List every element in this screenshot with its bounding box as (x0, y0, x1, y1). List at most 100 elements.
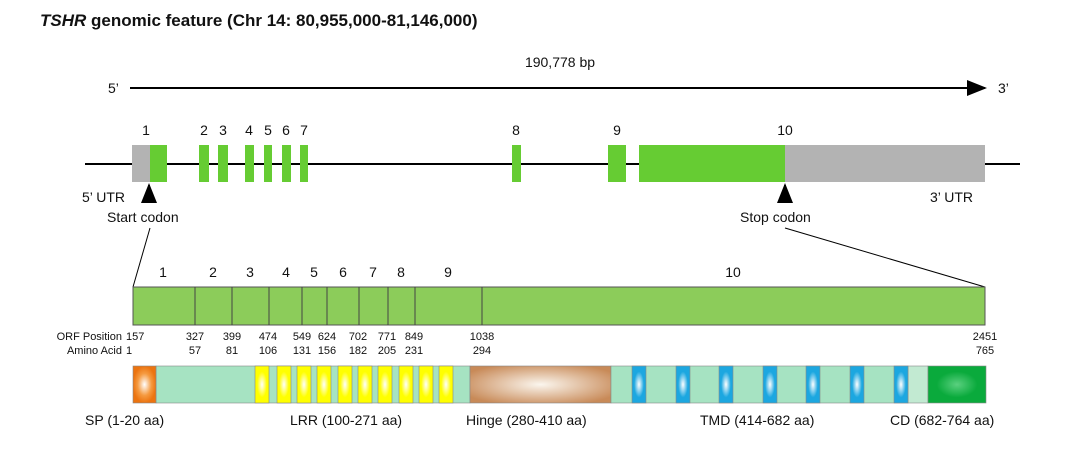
exon-block (199, 145, 209, 182)
exon-label: 8 (512, 122, 520, 138)
lrr-repeat (357, 365, 373, 404)
exon-block (264, 145, 272, 182)
figure-title: TSHR genomic feature (Chr 14: 80,955,000… (40, 11, 477, 30)
three-prime-label: 3’ (998, 80, 1009, 96)
domain-bar (132, 365, 987, 404)
exon-block (150, 145, 167, 182)
lrr-repeat (296, 365, 312, 404)
orf-exon-labels: 1 2 3 4 5 6 7 8 9 10 (159, 264, 741, 280)
domain-labels: SP (1-20 aa) LRR (100-271 aa) Hinge (280… (85, 412, 994, 428)
amino-acid-value: 294 (473, 345, 491, 357)
transmembrane-helix (849, 365, 865, 404)
transmembrane-helix (805, 365, 821, 404)
exon-label: 4 (245, 122, 253, 138)
sp-label: SP (1-20 aa) (85, 412, 164, 428)
amino-acid-value: 1 (126, 345, 132, 357)
lrr-repeat (276, 365, 292, 404)
signal-peptide (132, 365, 157, 404)
orf-exon-label: 4 (282, 264, 290, 280)
orf-number-columns: 1571327573998147410654913162415670218277… (126, 331, 997, 357)
exon-block (639, 145, 785, 182)
utr5-label: 5’ UTR (82, 189, 125, 205)
utr5-block (132, 145, 150, 182)
transmembrane-helix (718, 365, 734, 404)
orf-bar (132, 286, 986, 326)
transmembrane-helix (631, 365, 647, 404)
cd-label: CD (682-764 aa) (890, 412, 994, 428)
orf-exon-label: 7 (369, 264, 377, 280)
orf-row-label: ORF Position (57, 331, 122, 343)
lrr-repeat (254, 365, 270, 404)
exon-label: 10 (777, 122, 793, 138)
orf-exon-label: 3 (246, 264, 254, 280)
orf-position-value: 327 (186, 331, 204, 343)
lrr-repeats (254, 365, 454, 404)
zoom-line-right (784, 227, 986, 288)
exon-label: 2 (200, 122, 208, 138)
cytoplasmic-domain (927, 365, 987, 404)
exon-block (282, 145, 291, 182)
amino-acid-value: 57 (189, 345, 201, 357)
exon-label: 7 (300, 122, 308, 138)
exon-labels: 1 2 3 4 5 6 7 8 9 10 (142, 122, 793, 138)
exon-block (300, 145, 308, 182)
exons (132, 145, 985, 182)
orf-exon-label: 2 (209, 264, 217, 280)
exon-label: 3 (219, 122, 227, 138)
five-prime-label: 5’ (108, 80, 119, 96)
orf-exon-label: 9 (444, 264, 452, 280)
lrr-repeat (418, 365, 434, 404)
hinge-label: Hinge (280-410 aa) (466, 412, 587, 428)
title-text: genomic feature (Chr 14: 80,955,000-81,1… (86, 11, 477, 30)
orf-position-value: 1038 (470, 331, 494, 343)
orf-position-value: 849 (405, 331, 423, 343)
orf-position-value: 2451 (973, 331, 997, 343)
orf-position-value: 399 (223, 331, 241, 343)
orf-dividers (194, 287, 483, 325)
gene-name: TSHR (40, 11, 87, 30)
transmembrane-helices (631, 365, 909, 404)
start-codon-label: Start codon (107, 209, 179, 225)
stop-codon-label: Stop codon (740, 209, 811, 225)
zoom-line-left (132, 227, 151, 288)
tmd-tail (907, 365, 929, 404)
lrr-label: LRR (100-271 aa) (290, 412, 402, 428)
orf-exon-label: 1 (159, 264, 167, 280)
orf-position-value: 157 (126, 331, 144, 343)
amino-acid-value: 231 (405, 345, 423, 357)
utr3-label: 3’ UTR (930, 189, 973, 205)
exon-label: 5 (264, 122, 272, 138)
tmd-label: TMD (414-682 aa) (700, 412, 814, 428)
exon-label: 1 (142, 122, 150, 138)
lrr-repeat (316, 365, 332, 404)
orf-position-value: 549 (293, 331, 311, 343)
amino-acid-value: 81 (226, 345, 238, 357)
hinge-domain (469, 365, 612, 404)
exon-block (608, 145, 626, 182)
transmembrane-helix (762, 365, 778, 404)
exon-label: 9 (613, 122, 621, 138)
exon-block (512, 145, 521, 182)
amino-acid-value: 205 (378, 345, 396, 357)
transmembrane-helix (675, 365, 691, 404)
amino-acid-value: 182 (349, 345, 367, 357)
lrr-repeat (398, 365, 414, 404)
length-label: 190,778 bp (525, 54, 595, 70)
amino-acid-value: 106 (259, 345, 277, 357)
orf-position-value: 474 (259, 331, 277, 343)
orf-exon-label: 5 (310, 264, 318, 280)
exon-block (218, 145, 228, 182)
amino-acid-value: 765 (976, 345, 994, 357)
orf-exon-label: 8 (397, 264, 405, 280)
utr3-block (785, 145, 985, 182)
lrr-repeat (337, 365, 353, 404)
lrr-repeat (377, 365, 393, 404)
exon-label: 6 (282, 122, 290, 138)
amino-acid-value: 156 (318, 345, 336, 357)
amino-acid-value: 131 (293, 345, 311, 357)
exon-block (245, 145, 254, 182)
transmembrane-helix (893, 365, 909, 404)
lrr-repeat (438, 365, 454, 404)
orf-exon-label: 10 (725, 264, 741, 280)
